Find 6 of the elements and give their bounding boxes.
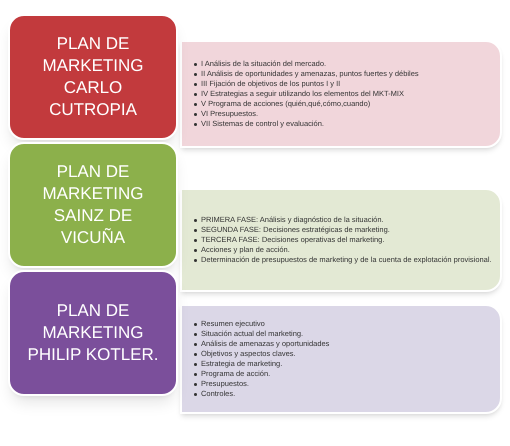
list-panel xyxy=(180,304,502,414)
title-box: PLAN DE MARKETING CARLO CUTROPIA xyxy=(8,14,178,140)
title-box: PLAN DE MARKETING PHILIP KOTLER. xyxy=(8,270,178,396)
list-panel xyxy=(180,188,502,292)
title-box: PLAN DE MARKETING SAINZ DE VICUÑA xyxy=(8,142,178,268)
list-panel xyxy=(180,40,502,148)
